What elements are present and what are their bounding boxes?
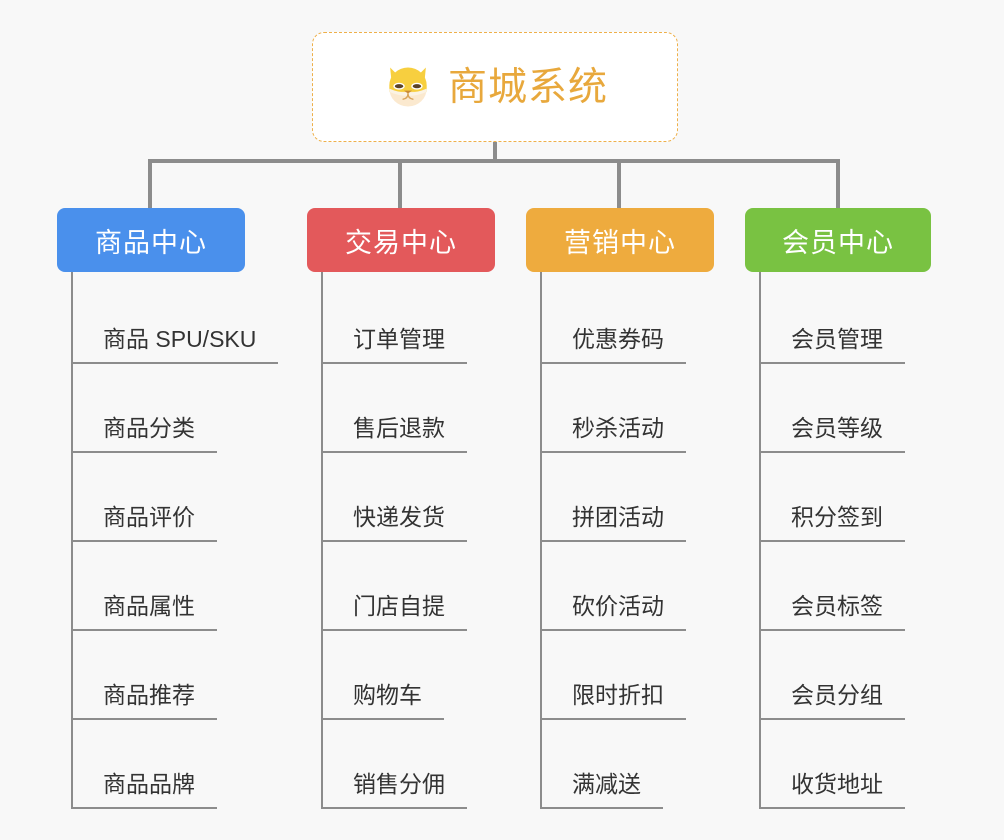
list-item[interactable]: 会员管理 <box>761 275 965 364</box>
child-label: 拼团活动 <box>542 503 686 542</box>
category-header-trade-center[interactable]: 交易中心 <box>307 208 495 272</box>
connector-drop-trade-center <box>398 159 402 209</box>
child-list-marketing-center: 优惠券码 秒杀活动 拼团活动 砍价活动 限时折扣 满减送 <box>540 272 745 809</box>
child-list-product-center: 商品 SPU/SKU 商品分类 商品评价 商品属性 商品推荐 商品品牌 <box>71 272 307 809</box>
child-label: 订单管理 <box>323 325 467 364</box>
child-label: 商品推荐 <box>73 681 217 720</box>
child-label: 商品 SPU/SKU <box>73 325 279 364</box>
branch-product-center: 商品中心 商品 SPU/SKU 商品分类 商品评价 商品属性 商品推荐 商品品牌 <box>57 208 307 809</box>
child-label: 购物车 <box>323 681 444 720</box>
root-node[interactable]: 商城系统 <box>312 32 678 142</box>
list-item[interactable]: 商品评价 <box>73 453 307 542</box>
list-item[interactable]: 商品属性 <box>73 542 307 631</box>
list-item[interactable]: 门店自提 <box>323 542 526 631</box>
list-item[interactable]: 商品推荐 <box>73 631 307 720</box>
child-label: 销售分佣 <box>323 770 467 809</box>
list-item[interactable]: 满减送 <box>542 720 745 809</box>
child-label: 限时折扣 <box>542 681 686 720</box>
child-label: 秒杀活动 <box>542 414 686 453</box>
list-item[interactable]: 限时折扣 <box>542 631 745 720</box>
category-header-marketing-center[interactable]: 营销中心 <box>526 208 714 272</box>
list-item[interactable]: 会员分组 <box>761 631 965 720</box>
child-label: 商品属性 <box>73 592 217 631</box>
branch-member-center: 会员中心 会员管理 会员等级 积分签到 会员标签 会员分组 收货地址 <box>745 208 965 809</box>
list-item[interactable]: 收货地址 <box>761 720 965 809</box>
list-item[interactable]: 售后退款 <box>323 364 526 453</box>
connector-drop-marketing-center <box>617 159 621 209</box>
list-item[interactable]: 优惠券码 <box>542 275 745 364</box>
child-label: 会员管理 <box>761 325 905 364</box>
list-item[interactable]: 商品分类 <box>73 364 307 453</box>
category-label: 会员中心 <box>782 227 894 258</box>
child-label: 快递发货 <box>323 503 467 542</box>
child-label: 优惠券码 <box>542 325 686 364</box>
category-label: 商品中心 <box>95 227 207 258</box>
list-item[interactable]: 商品 SPU/SKU <box>73 275 307 364</box>
list-item[interactable]: 积分签到 <box>761 453 965 542</box>
child-label: 会员等级 <box>761 414 905 453</box>
list-item[interactable]: 快递发货 <box>323 453 526 542</box>
list-item[interactable]: 拼团活动 <box>542 453 745 542</box>
child-label: 售后退款 <box>323 414 467 453</box>
child-list-member-center: 会员管理 会员等级 积分签到 会员标签 会员分组 收货地址 <box>759 272 965 809</box>
child-label: 会员分组 <box>761 681 905 720</box>
list-item[interactable]: 会员标签 <box>761 542 965 631</box>
category-header-member-center[interactable]: 会员中心 <box>745 208 931 272</box>
list-item[interactable]: 销售分佣 <box>323 720 526 809</box>
list-item[interactable]: 会员等级 <box>761 364 965 453</box>
list-item[interactable]: 商品品牌 <box>73 720 307 809</box>
branch-marketing-center: 营销中心 优惠券码 秒杀活动 拼团活动 砍价活动 限时折扣 满减送 <box>526 208 745 809</box>
list-item[interactable]: 砍价活动 <box>542 542 745 631</box>
child-label: 满减送 <box>542 770 663 809</box>
child-label: 会员标签 <box>761 592 905 631</box>
shiba-dog-icon <box>389 67 427 107</box>
child-label: 砍价活动 <box>542 592 686 631</box>
root-title: 商城系统 <box>447 65 608 109</box>
list-item[interactable]: 秒杀活动 <box>542 364 745 453</box>
category-label: 营销中心 <box>564 227 676 258</box>
branch-trade-center: 交易中心 订单管理 售后退款 快递发货 门店自提 购物车 销售分佣 <box>307 208 526 809</box>
child-label: 商品评价 <box>73 503 217 542</box>
connector-drop-member-center <box>836 159 840 209</box>
connector-horizontal-bus <box>148 159 840 163</box>
child-label: 商品品牌 <box>73 770 217 809</box>
child-list-trade-center: 订单管理 售后退款 快递发货 门店自提 购物车 销售分佣 <box>321 272 526 809</box>
list-item[interactable]: 购物车 <box>323 631 526 720</box>
category-label: 交易中心 <box>345 227 457 258</box>
child-label: 门店自提 <box>323 592 467 631</box>
child-label: 收货地址 <box>761 770 905 809</box>
child-label: 积分签到 <box>761 503 905 542</box>
category-header-product-center[interactable]: 商品中心 <box>57 208 245 272</box>
connector-root-vertical <box>493 142 497 163</box>
connector-drop-product-center <box>148 159 152 209</box>
list-item[interactable]: 订单管理 <box>323 275 526 364</box>
child-label: 商品分类 <box>73 414 217 453</box>
